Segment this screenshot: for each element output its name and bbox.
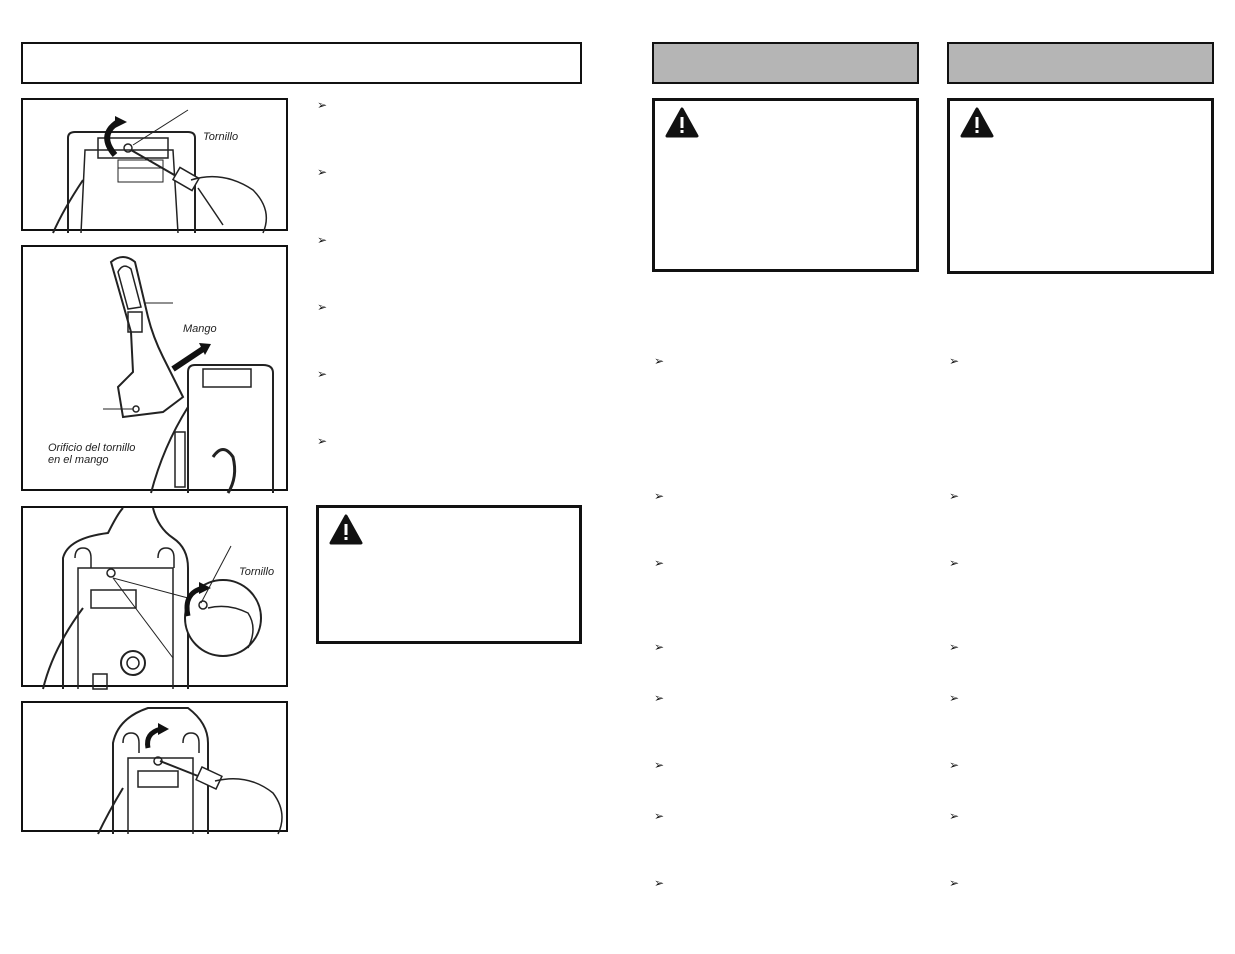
col1-bullet-4: ➢ [654, 640, 665, 654]
col1-bullet-1: ➢ [654, 354, 665, 368]
warning-icon [329, 514, 363, 545]
figure-3-label-screw: Tornillo [239, 566, 275, 578]
left-bullet-3: ➢ [317, 233, 328, 247]
right-col1-header-box [652, 42, 919, 84]
figure-2-label-hole-line1: Orificio del tornillo [48, 442, 136, 454]
col2-bullet-2: ➢ [949, 489, 960, 503]
figure-1-remove-screw: Tornillo [21, 98, 288, 234]
figure-3-illustration [42, 507, 262, 690]
col2-bullet-7: ➢ [949, 809, 960, 823]
left-bullet-1: ➢ [317, 98, 328, 112]
left-bullet-2: ➢ [317, 165, 328, 179]
figure-4-illustration [97, 707, 283, 835]
col2-bullet-1: ➢ [949, 354, 960, 368]
col1-bullet-6: ➢ [654, 758, 665, 772]
left-bullet-5: ➢ [317, 367, 328, 381]
left-page-title-box [21, 42, 582, 84]
figure-4-tighten-screw [21, 701, 288, 835]
col1-bullet-2: ➢ [654, 489, 665, 503]
figure-3-insert-screw: Tornillo [21, 506, 288, 690]
figure-2-illustration [103, 256, 274, 494]
col2-bullet-3: ➢ [949, 556, 960, 570]
col1-bullet-8: ➢ [654, 876, 665, 890]
left-bullet-6: ➢ [317, 434, 328, 448]
right-col2-warning-box [947, 98, 1214, 274]
right-col1-warning-box [652, 98, 919, 272]
figure-2-attach-handle: Mango Orificio del tornillo en el mango [21, 245, 288, 494]
col2-bullet-5: ➢ [949, 691, 960, 705]
col1-bullet-5: ➢ [654, 691, 665, 705]
col2-bullet-8: ➢ [949, 876, 960, 890]
left-warning-box [316, 505, 582, 644]
col1-bullet-7: ➢ [654, 809, 665, 823]
col2-bullet-4: ➢ [949, 640, 960, 654]
figure-1-label-screw: Tornillo [203, 131, 239, 143]
left-bullet-4: ➢ [317, 300, 328, 314]
col1-bullet-3: ➢ [654, 556, 665, 570]
warning-icon [665, 107, 699, 138]
figure-1-illustration [52, 109, 268, 234]
col2-bullet-6: ➢ [949, 758, 960, 772]
warning-icon [960, 107, 994, 138]
figure-2-label-handle: Mango [183, 323, 217, 335]
right-col2-header-box [947, 42, 1214, 84]
figure-2-label-hole-line2: en el mango [48, 454, 109, 466]
